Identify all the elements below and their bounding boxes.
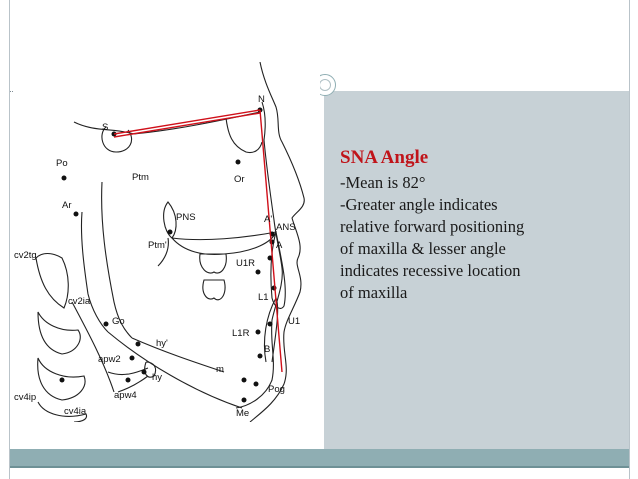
label-b: B xyxy=(264,344,270,355)
sna-lines xyxy=(113,109,283,373)
label-apw2: apw2 xyxy=(98,354,121,365)
landmark-points xyxy=(59,107,277,403)
text-line-5: indicates recessive location xyxy=(340,261,521,280)
footer-rule xyxy=(10,466,629,468)
label-hy-prime: hy' xyxy=(156,338,168,349)
text-content: SNA Angle -Mean is 82° -Greater angle in… xyxy=(340,147,610,304)
text-line-6: of maxilla xyxy=(340,283,408,302)
label-go: Go xyxy=(112,316,125,327)
tracing-svg: N S Po Ptm Or Ar PNS A' ANS A Ptm' U1R c… xyxy=(14,61,305,423)
label-l1r: L1R xyxy=(232,328,250,339)
sella-turcica xyxy=(101,126,133,153)
label-po: Po xyxy=(56,158,68,169)
label-a: A xyxy=(276,240,283,251)
label-or: Or xyxy=(234,174,245,185)
right-border-rule xyxy=(629,0,630,479)
label-cv2tg: cv2tg xyxy=(14,250,37,261)
text-panel xyxy=(324,91,629,468)
label-apw4: apw4 xyxy=(114,390,137,401)
label-ar: Ar xyxy=(62,200,72,211)
label-ptm-prime: Ptm' xyxy=(148,240,167,251)
text-line-3: relative forward positioning xyxy=(340,217,525,236)
text-line-2: -Greater angle indicates xyxy=(340,195,498,214)
label-ans: ANS xyxy=(276,222,296,233)
label-n: N xyxy=(258,94,265,105)
text-line-1: -Mean is 82° xyxy=(340,173,426,192)
label-a-prime: A' xyxy=(264,214,272,225)
label-m: m xyxy=(216,364,224,375)
label-hy: hy xyxy=(152,372,162,383)
label-cv2ia: cv2ia xyxy=(68,296,91,307)
label-u1: U1 xyxy=(288,316,300,327)
label-cv4ia: cv4ia xyxy=(64,406,87,417)
soft-tissue-profile xyxy=(249,61,305,423)
label-u1r: U1R xyxy=(236,258,255,269)
label-s: S xyxy=(102,122,108,133)
slide-title: SNA Angle xyxy=(340,147,429,168)
footer-band xyxy=(10,449,629,466)
label-me: Me xyxy=(236,408,249,419)
label-cv4ip: cv4ip xyxy=(14,392,36,403)
cephalometric-tracing: N S Po Ptm Or Ar PNS A' ANS A Ptm' U1R c… xyxy=(14,61,320,423)
text-line-4: of maxilla & lesser angle xyxy=(340,239,506,258)
left-border-rule xyxy=(9,0,10,479)
landmark-labels: N S Po Ptm Or Ar PNS A' ANS A Ptm' U1R c… xyxy=(14,94,300,419)
circle-ornament-inner-icon xyxy=(319,79,331,91)
bony-profile xyxy=(235,101,283,409)
label-l1: L1 xyxy=(258,292,269,303)
label-pog: Pog xyxy=(268,384,285,395)
label-pns: PNS xyxy=(176,212,196,223)
label-ptm: Ptm xyxy=(132,172,149,183)
